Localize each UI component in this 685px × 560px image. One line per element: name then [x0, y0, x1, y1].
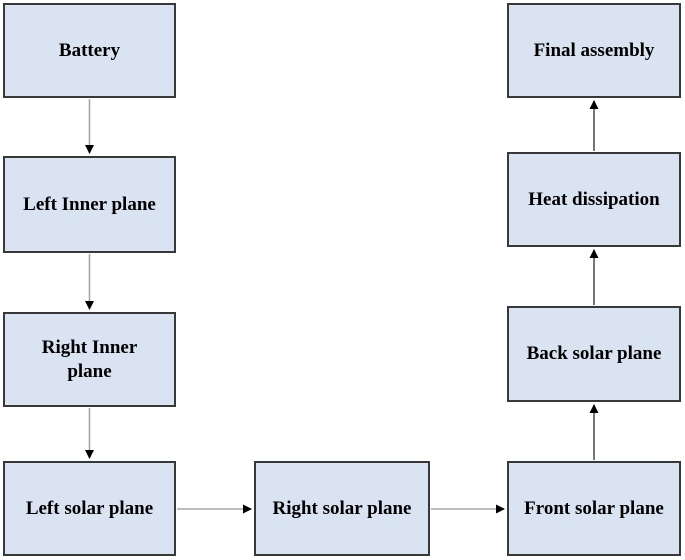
node-label: Final assembly: [533, 39, 655, 61]
node-label: Front solar plane: [524, 497, 664, 519]
node-label: Battery: [58, 39, 121, 61]
node-front-solar-plane: Front solar plane: [507, 461, 681, 556]
node-final-assembly: Final assembly: [507, 3, 681, 98]
node-label: Back solar plane: [526, 343, 662, 365]
node-left-inner-plane: Left Inner plane: [3, 156, 176, 253]
node-label: Left Inner plane: [23, 193, 156, 215]
node-right-solar-plane: Right solar plane: [254, 461, 430, 556]
node-label: Left solar plane: [25, 497, 154, 519]
node-label: Right Inner plane: [41, 336, 138, 382]
node-back-solar-plane: Back solar plane: [507, 306, 681, 402]
node-left-solar-plane: Left solar plane: [3, 461, 176, 556]
node-heat-dissipation: Heat dissipation: [507, 152, 681, 247]
node-label: Heat dissipation: [528, 188, 660, 210]
node-battery: Battery: [3, 3, 176, 98]
node-right-inner-plane: Right Inner plane: [3, 312, 176, 407]
node-label: Right solar plane: [272, 497, 412, 519]
